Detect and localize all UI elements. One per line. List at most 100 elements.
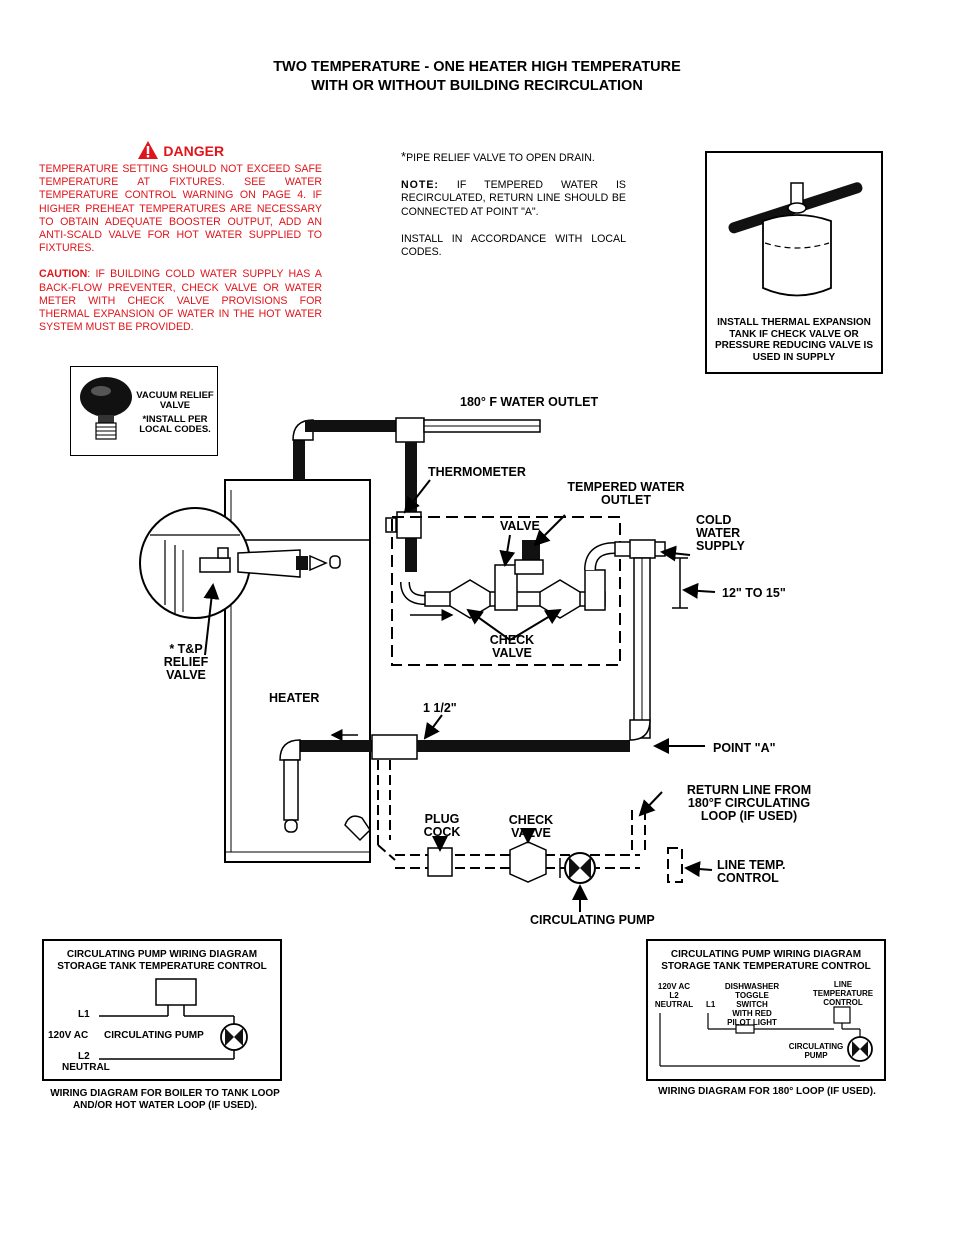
asterisk: * — [401, 149, 407, 164]
label-check-valve: CHECK VALVE — [482, 634, 542, 660]
wiring-right-power: 120V AC L2 NEUTRAL — [652, 982, 696, 1009]
label-circulating-pump: CIRCULATING PUMP — [530, 913, 655, 927]
label-cold-supply: COLD WATER SUPPLY — [696, 514, 745, 553]
page-title: TWO TEMPERATURE - ONE HEATER HIGH TEMPER… — [0, 58, 954, 96]
mixing-valve-box — [391, 516, 621, 666]
label-check-b1: CHECK — [508, 813, 554, 827]
label-pipe-size: 1 1/2" — [423, 701, 457, 715]
label-cold-3: SUPPLY — [696, 539, 745, 553]
notes-block: *PIPE RELIEF VALVE TO OPEN DRAIN. NOTE: … — [401, 150, 626, 259]
label-water-outlet: 180° F WATER OUTLET — [460, 395, 599, 409]
label-return-1: RETURN LINE FROM — [686, 783, 812, 797]
caution-label: CAUTION — [39, 268, 88, 281]
wiring-right-line-3: CONTROL — [823, 998, 863, 1007]
install-note: INSTALL IN ACCORDANCE WITH LOCAL CODES. — [401, 232, 626, 259]
vacuum-relief-box: VACUUM RELIEF VALVE *INSTALL PER LOCAL C… — [70, 366, 218, 456]
wiring-right-volt: 120V AC — [657, 982, 691, 991]
wiring-left-l2: L2 — [78, 1051, 90, 1062]
vacuum-relief-valve-icon — [80, 377, 132, 440]
wiring-right-neutral: NEUTRAL — [654, 1000, 694, 1009]
note-body: IF TEMPERED WATER IS RECIRCULATED, RETUR… — [401, 179, 626, 218]
relief-note-text: PIPE RELIEF VALVE TO OPEN DRAIN. — [406, 152, 595, 164]
label-return-2: 180°F CIRCULATING — [687, 796, 811, 810]
wiring-left-caption: WIRING DIAGRAM FOR BOILER TO TANK LOOP A… — [20, 1088, 310, 1111]
wiring-right-title-1: CIRCULATING PUMP WIRING DIAGRAM — [670, 949, 862, 960]
wiring-right-switch-3: SWITCH — [736, 1000, 768, 1009]
label-heater: HEATER — [269, 691, 320, 705]
caution-text: CAUTION: IF BUILDING COLD WATER SUPPLY H… — [39, 268, 322, 334]
wiring-right-l1: L1 — [706, 1000, 716, 1009]
label-check-b2: VALVE — [511, 826, 551, 840]
wiring-diagram-left: CIRCULATING PUMP WIRING DIAGRAM STORAGE … — [42, 939, 282, 1081]
wiring-diagram-right: CIRCULATING PUMP WIRING DIAGRAM STORAGE … — [646, 939, 886, 1081]
danger-block: DANGER TEMPERATURE SETTING SHOULD NOT EX… — [39, 140, 322, 334]
relief-note: *PIPE RELIEF VALVE TO OPEN DRAIN. — [401, 150, 626, 165]
danger-body: TEMPERATURE SETTING SHOULD NOT EXCEED SA… — [39, 163, 322, 255]
wiring-left-schematic — [99, 978, 248, 1060]
label-point-a: POINT "A" — [713, 741, 776, 755]
wiring-left-volt: 120V AC — [48, 1030, 89, 1041]
label-thermometer: THERMOMETER — [428, 465, 526, 479]
label-tp-1: * T&P — [169, 642, 203, 656]
wiring-left-title-1: CIRCULATING PUMP WIRING DIAGRAM — [66, 949, 258, 960]
label-return-3: LOOP (IF USED) — [700, 809, 798, 823]
label-tp-2: RELIEF — [163, 655, 209, 669]
vacuum-relief-note-2: LOCAL CODES. — [139, 424, 211, 435]
wiring-right-line-control: LINE TEMPERATURE CONTROL — [806, 980, 880, 1007]
return-main-pipe — [279, 714, 705, 833]
label-return-line: RETURN LINE FROM 180°F CIRCULATING LOOP … — [672, 784, 826, 823]
label-line-temp-2: CONTROL — [717, 871, 779, 885]
wiring-right-caption: WIRING DIAGRAM FOR 180° LOOP (IF USED). — [658, 1086, 876, 1097]
danger-heading: DANGER — [163, 143, 225, 159]
wiring-left-neutral: NEUTRAL — [62, 1062, 110, 1073]
label-tempered-1: TEMPERED WATER — [567, 480, 685, 494]
mixing-valve-assembly — [400, 514, 666, 641]
label-tp-3: VALVE — [166, 668, 206, 682]
vacuum-relief-label-1: VACUUM RELIEF — [136, 390, 214, 401]
label-cold-2: WATER — [696, 526, 741, 540]
label-plug-cock: PLUG COCK — [415, 813, 469, 839]
wiring-right-title-2: STORAGE TANK TEMPERATURE CONTROL — [661, 960, 871, 972]
label-tempered-2: OUTLET — [601, 493, 651, 507]
title-line-1: TWO TEMPERATURE - ONE HEATER HIGH TEMPER… — [273, 59, 681, 75]
label-tempered-outlet: TEMPERED WATER OUTLET — [560, 481, 692, 507]
vacuum-relief-label: VACUUM RELIEF VALVE *INSTALL PER LOCAL C… — [133, 391, 217, 435]
label-tp-valve: * T&P RELIEF VALVE — [155, 643, 217, 682]
wiring-right-switch-2: TOGGLE — [735, 991, 769, 1000]
wiring-right-pump-1: CIRCULATING — [788, 1042, 844, 1051]
vacuum-relief-label-2: VALVE — [159, 400, 191, 411]
wiring-right-title: CIRCULATING PUMP WIRING DIAGRAM STORAGE … — [648, 949, 884, 972]
wiring-left-title-2: STORAGE TANK TEMPERATURE CONTROL — [57, 960, 267, 972]
wiring-right-switch: DISHWASHER TOGGLE SWITCH WITH RED PILOT … — [716, 982, 788, 1027]
wiring-left-l1: L1 — [78, 1009, 90, 1020]
label-check-1: CHECK — [489, 633, 535, 647]
title-line-2: WITH OR WITHOUT BUILDING RECIRCULATION — [311, 78, 643, 94]
hot-outlet-pipe — [292, 417, 541, 572]
label-line-temp-1: LINE TEMP. — [717, 858, 786, 872]
danger-header: DANGER — [39, 140, 322, 161]
label-line-temp-control: LINE TEMP. CONTROL — [717, 859, 786, 885]
recirculation-fittings — [344, 791, 713, 912]
wiring-right-switch-4: WITH RED — [732, 1009, 772, 1018]
label-check-2: VALVE — [492, 646, 532, 660]
label-plug-1: PLUG — [424, 812, 460, 826]
wiring-right-line-1: LINE — [833, 980, 853, 989]
label-dimension: 12" TO 15" — [722, 586, 786, 600]
recirc-note: NOTE: IF TEMPERED WATER IS RECIRCULATED,… — [401, 179, 626, 219]
wiring-right-schematic — [659, 1006, 873, 1067]
wiring-left-pump: CIRCULATING PUMP — [104, 1030, 204, 1041]
wiring-right-pump: CIRCULATING PUMP — [784, 1042, 848, 1060]
expansion-tank-caption: INSTALL THERMAL EXPANSION TANK IF CHECK … — [715, 317, 873, 363]
wiring-right-pump-2: PUMP — [804, 1051, 828, 1060]
warning-triangle-icon — [137, 141, 158, 159]
wiring-left-caption-2: AND/OR HOT WATER LOOP (IF USED). — [72, 1099, 258, 1111]
wiring-left-title: CIRCULATING PUMP WIRING DIAGRAM STORAGE … — [44, 949, 280, 972]
wiring-right-switch-1: DISHWASHER — [724, 982, 780, 991]
expansion-tank-illustration — [728, 182, 863, 297]
wiring-left-caption-1: WIRING DIAGRAM FOR BOILER TO TANK LOOP — [50, 1088, 280, 1099]
label-check-valve-bottom: CHECK VALVE — [500, 814, 562, 840]
cold-supply-pipe — [633, 545, 716, 739]
wiring-right-switch-5: PILOT LIGHT — [727, 1018, 777, 1027]
tp-valve-magnifier — [139, 507, 341, 656]
